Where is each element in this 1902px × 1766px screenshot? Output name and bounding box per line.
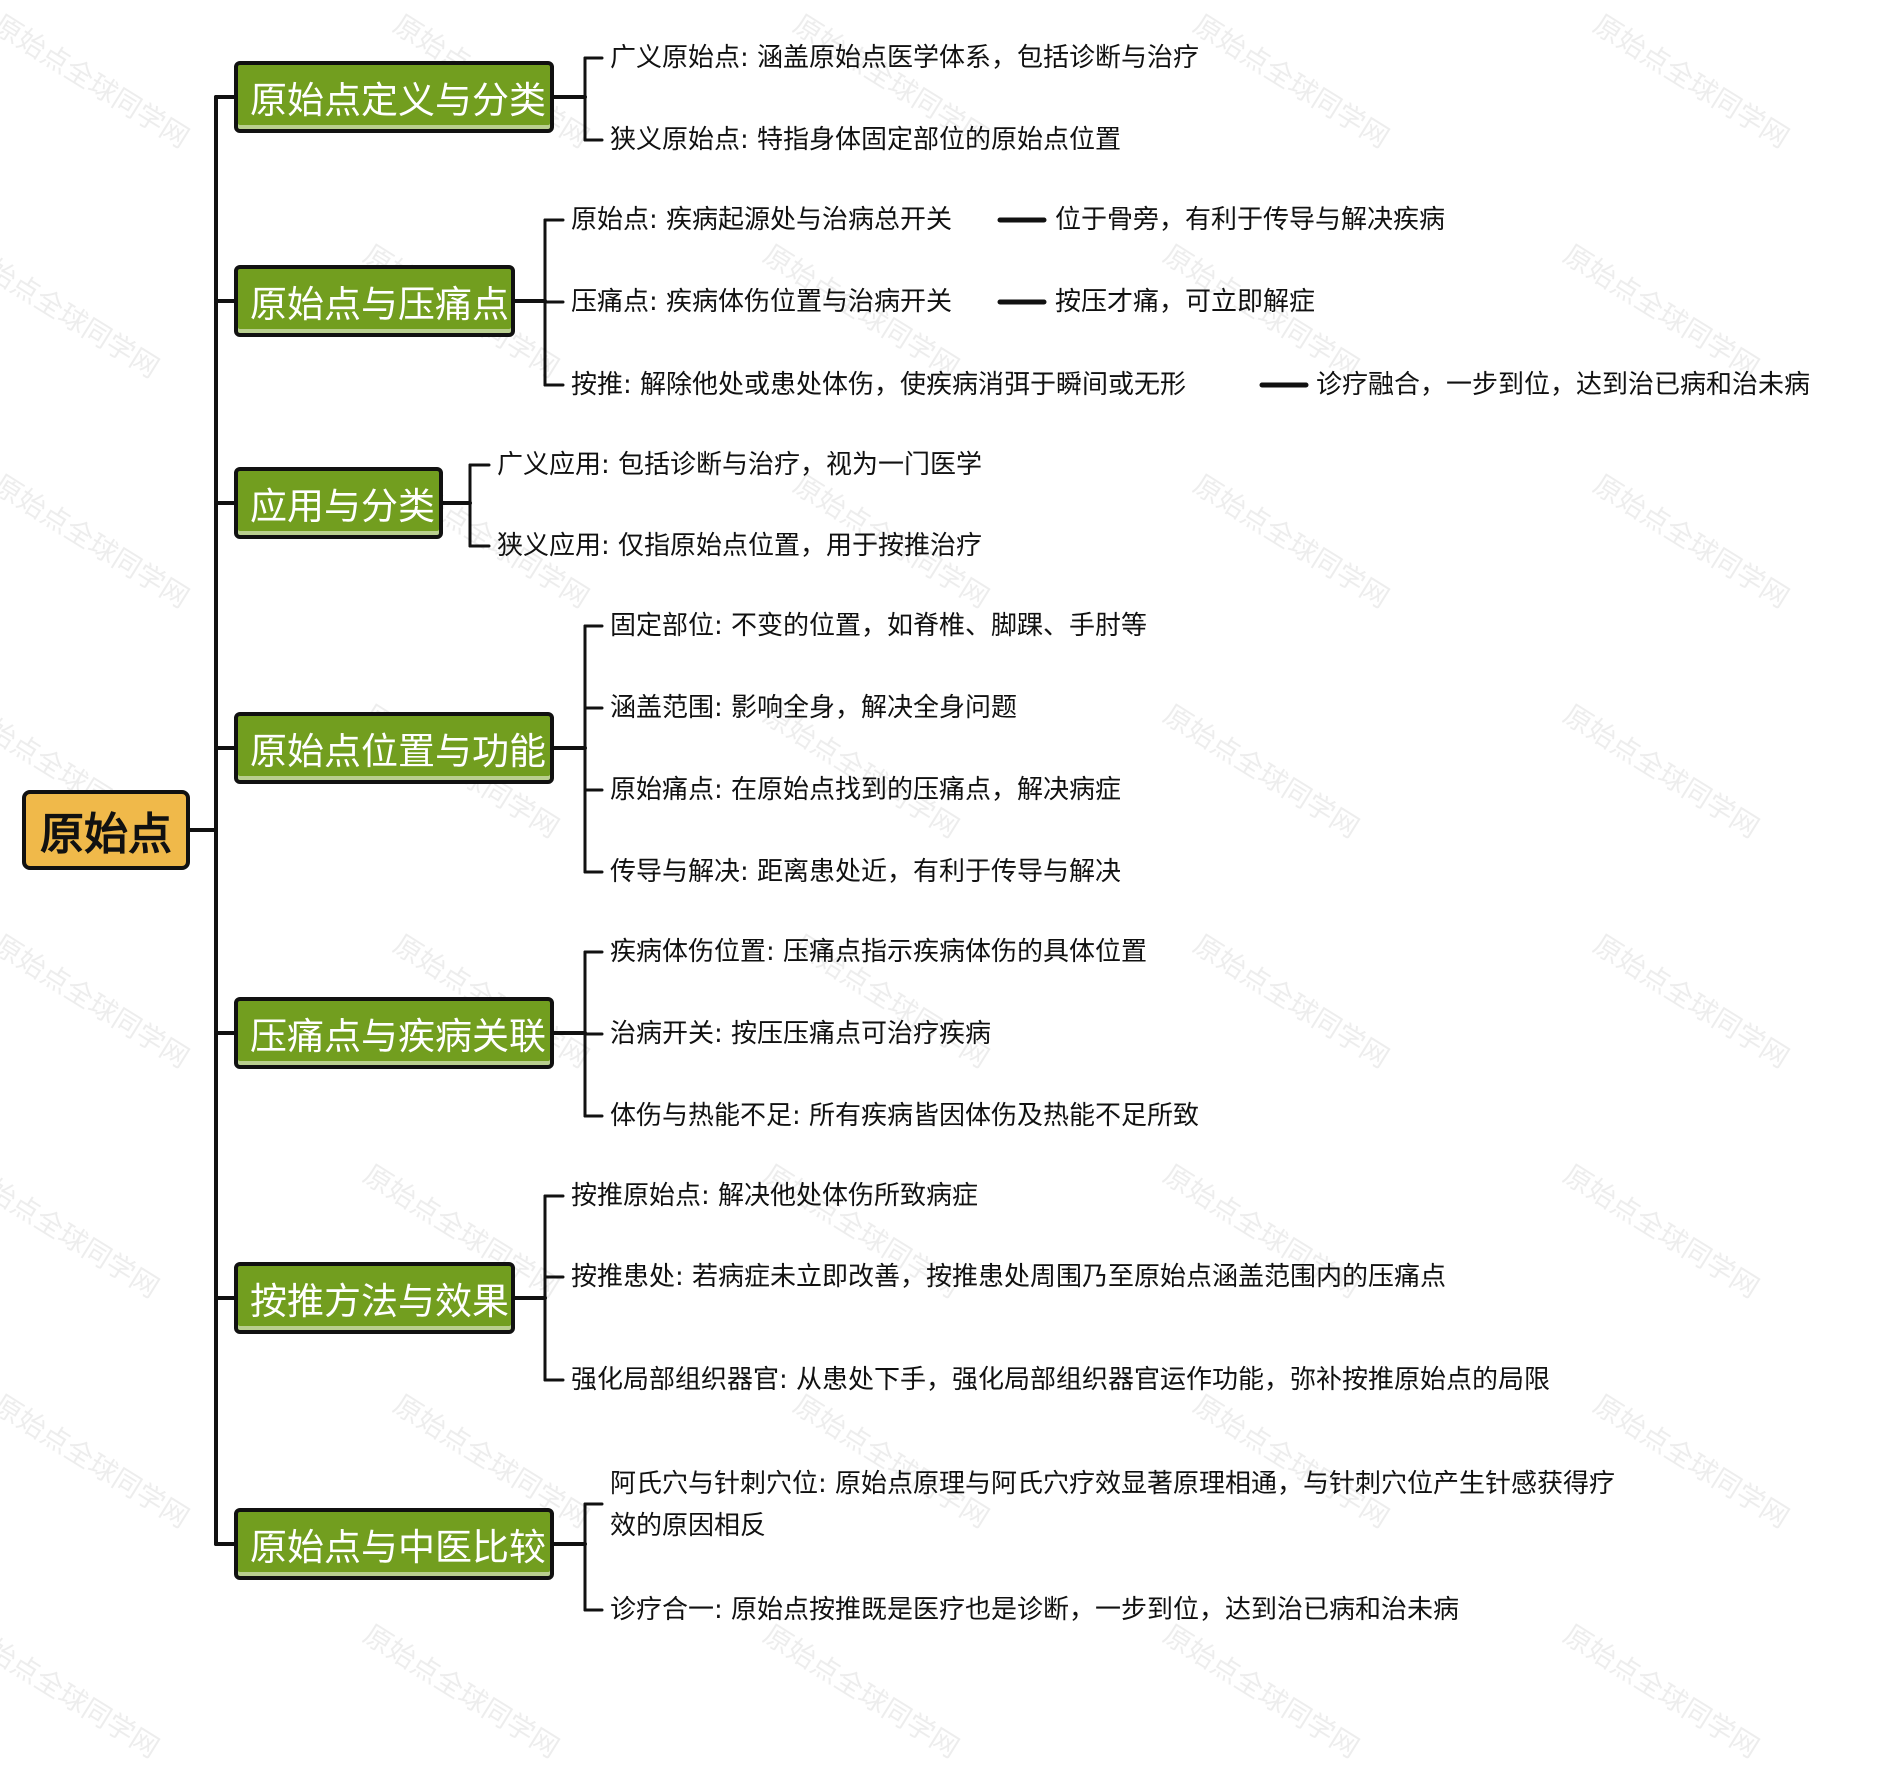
- leaf-node[interactable]: 原始点: 疾病起源处与治病总开关: [571, 205, 953, 235]
- connector-lines: [188, 56, 1309, 1612]
- leaf-node[interactable]: 治病开关: 按压压痛点可治疗疾病: [610, 1019, 992, 1049]
- leaf-node[interactable]: 广义原始点: 涵盖原始点医学体系，包括诊断与治疗: [610, 43, 1200, 73]
- leaf-node[interactable]: 原始痛点: 在原始点找到的压痛点，解决病症: [610, 775, 1122, 805]
- leaf-node[interactable]: 强化局部组织器官: 从患处下手，强化局部组织器官运作功能，弥补按推原始点的局限: [571, 1365, 1551, 1395]
- leaf-node[interactable]: 压痛点: 疾病体伤位置与治病开关: [571, 287, 953, 317]
- branch-node[interactable]: 按推方法与效果: [234, 1262, 515, 1334]
- branch-node[interactable]: 应用与分类: [234, 467, 443, 539]
- branch-node[interactable]: 原始点位置与功能: [234, 712, 554, 784]
- leaf-node[interactable]: 按推: 解除他处或患处体伤，使疾病消弭于瞬间或无形: [571, 370, 1187, 400]
- branch-node[interactable]: 原始点与中医比较: [234, 1508, 554, 1580]
- leaf-node[interactable]: 固定部位: 不变的位置，如脊椎、脚踝、手肘等: [610, 611, 1148, 641]
- leaf-node[interactable]: 体伤与热能不足: 所有疾病皆因体伤及热能不足所致: [610, 1101, 1200, 1131]
- sub-leaf-node[interactable]: 位于骨旁，有利于传导与解决疾病: [1055, 205, 1446, 235]
- root-node[interactable]: 原始点: [22, 790, 190, 870]
- leaf-node[interactable]: 狭义原始点: 特指身体固定部位的原始点位置: [610, 125, 1122, 155]
- leaf-node[interactable]: 传导与解决: 距离患处近，有利于传导与解决: [610, 857, 1122, 887]
- leaf-node[interactable]: 阿氏穴与针刺穴位: 原始点原理与阿氏穴疗效显著原理相通，与针刺穴位产生针感获得疗…: [610, 1469, 1616, 1541]
- leaf-node[interactable]: 涵盖范围: 影响全身，解决全身问题: [610, 693, 1018, 723]
- branch-node[interactable]: 原始点与压痛点: [234, 265, 515, 337]
- branch-node[interactable]: 压痛点与疾病关联: [234, 997, 554, 1069]
- sub-leaf-node[interactable]: 按压才痛，可立即解症: [1055, 287, 1316, 317]
- sub-leaf-node[interactable]: 诊疗融合，一步到位，达到治已病和治未病: [1316, 370, 1811, 400]
- leaf-node[interactable]: 疾病体伤位置: 压痛点指示疾病体伤的具体位置: [610, 937, 1148, 967]
- leaf-node[interactable]: 广义应用: 包括诊断与治疗，视为一门医学: [497, 450, 983, 480]
- leaf-node[interactable]: 按推患处: 若病症未立即改善，按推患处周围乃至原始点涵盖范围内的压痛点: [571, 1262, 1447, 1292]
- leaf-node[interactable]: 诊疗合一: 原始点按推既是医疗也是诊断，一步到位，达到治已病和治未病: [610, 1595, 1460, 1625]
- leaf-node[interactable]: 狭义应用: 仅指原始点位置，用于按推治疗: [497, 531, 983, 561]
- leaf-node[interactable]: 按推原始点: 解决他处体伤所致病症: [571, 1181, 979, 1211]
- branch-node[interactable]: 原始点定义与分类: [234, 61, 554, 133]
